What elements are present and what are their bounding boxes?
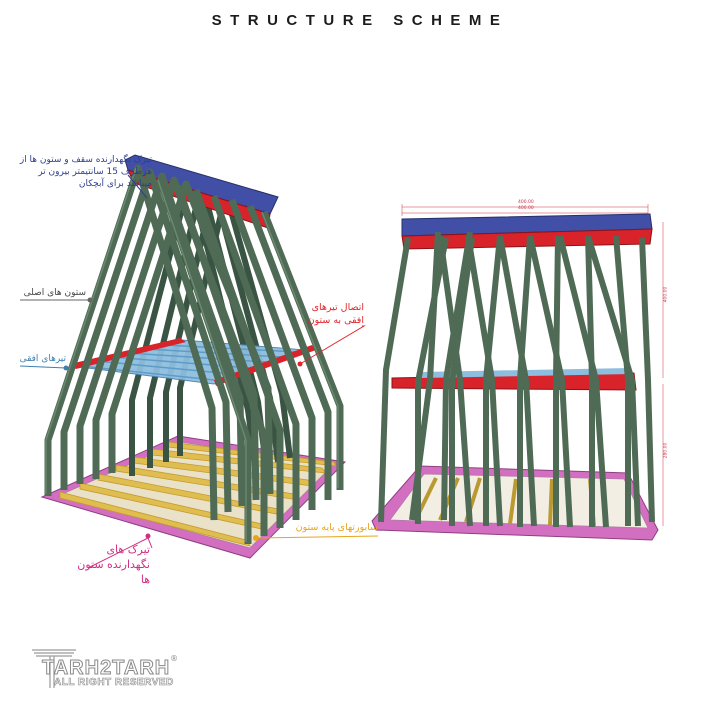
- leader-horizontal-dot: [63, 365, 69, 371]
- dimension-right-lower: 280.00: [663, 442, 669, 459]
- dimension-top-outer: 400.00: [518, 200, 534, 205]
- label-base-beams: تیرک های نگهدارنده ستون ها: [77, 543, 150, 586]
- label-beam-column-connection: اتصال تیرهای افقی به ستون: [307, 302, 364, 326]
- label-floor-joists: سابورتهای پایه ستون: [295, 522, 378, 533]
- leader-joist: [257, 535, 379, 539]
- logo-mark: [32, 649, 76, 688]
- logo-text: TARH2TARH: [41, 657, 171, 680]
- leader-columns-dot: [87, 297, 93, 303]
- leader-roof: [127, 174, 148, 199]
- brand-logo: TARH2TARH ALL RIGHT RESERVED ®: [30, 642, 190, 692]
- logo-subtext: ALL RIGHT RESERVED: [54, 677, 174, 689]
- registered-mark: ®: [170, 654, 178, 663]
- leader-base-dot: [145, 533, 151, 539]
- dimension-lines: [401, 204, 664, 526]
- page-title: STRUCTURE SCHEME: [211, 12, 509, 29]
- leader-lines: [19, 174, 379, 569]
- front-columns: [44, 164, 344, 544]
- leader-connection: [299, 325, 366, 365]
- column-highlights: [45, 167, 339, 542]
- label-horizontal-beams: تیرهای افقی: [19, 354, 66, 364]
- left-perspective-structure: [40, 154, 347, 559]
- dimension-right-upper: 400.00: [663, 286, 669, 303]
- label-roof-beam: تیرک نگهدارنده سقف و ستون ها از هرطرف 15…: [19, 155, 152, 190]
- leader-connection-dot: [297, 361, 303, 367]
- roof-ridge-top: [124, 154, 279, 215]
- label-main-columns: ستون های اصلی: [23, 288, 86, 298]
- dimension-top-inner: 400.00: [518, 206, 534, 211]
- leader-horizontal: [19, 365, 67, 369]
- right-elevation-structure: [371, 204, 664, 541]
- elevation-columns: [378, 231, 655, 528]
- leader-joist-dot: [253, 535, 259, 541]
